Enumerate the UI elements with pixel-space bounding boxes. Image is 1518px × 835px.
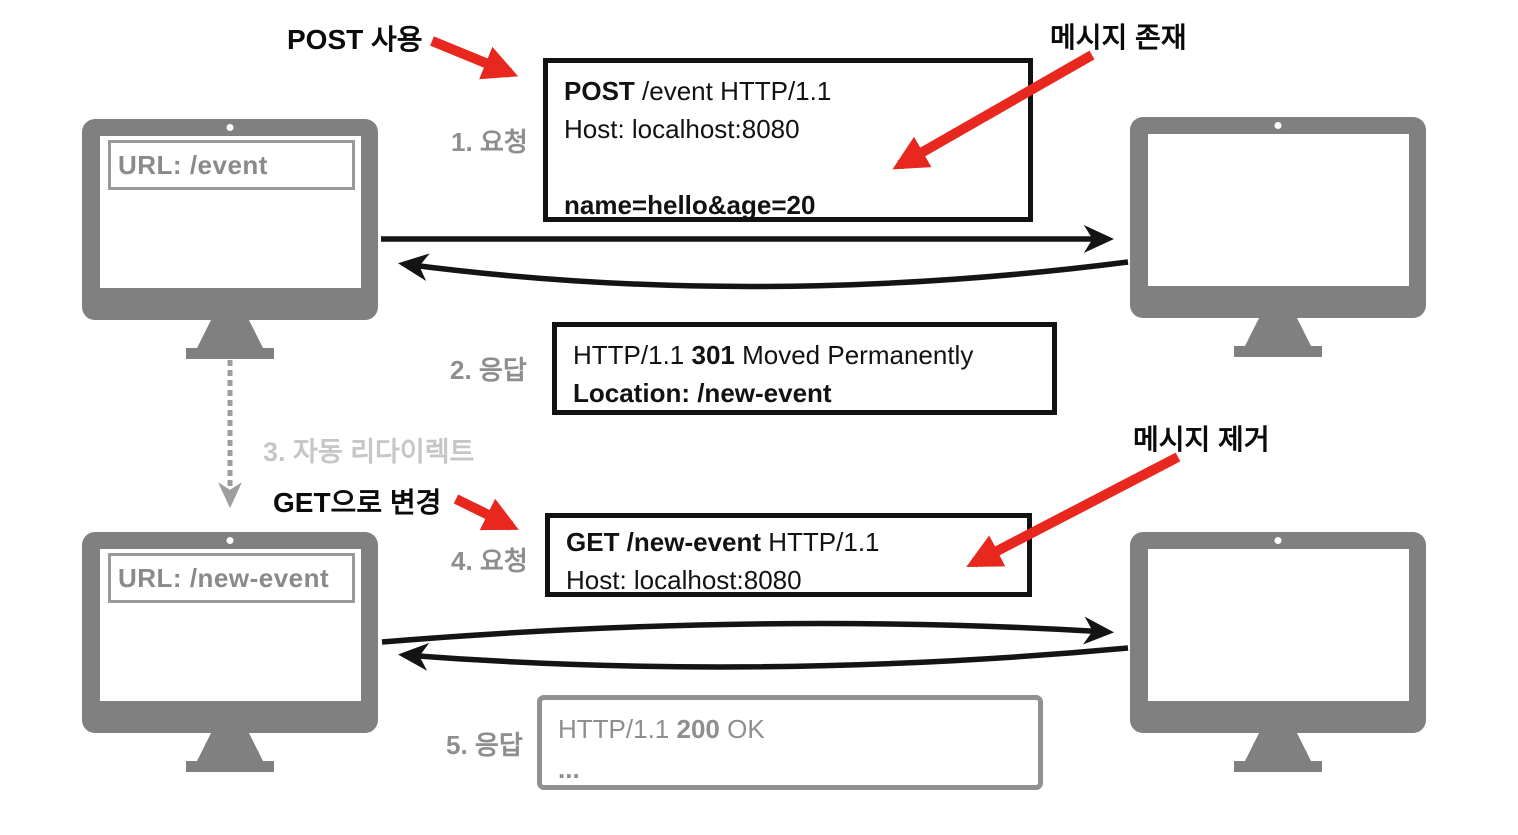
camera-icon: [226, 124, 234, 131]
monitor-stand-neck: [197, 319, 263, 348]
arrow-annotation-get-change: [453, 494, 519, 531]
monitor-frame: URL: /event: [82, 119, 378, 320]
annotation-post-usage: POST 사용: [287, 24, 423, 55]
location-header: Location: /new-event: [573, 378, 832, 408]
monitor-screen: URL: /event: [100, 136, 361, 288]
step4-label: 4. 요청: [451, 546, 528, 576]
arrow-request-2: [381, 616, 1115, 645]
request1-message-box: POST /event HTTP/1.1 Host: localhost:808…: [543, 58, 1033, 222]
status-line: HTTP/1.1 301 Moved Permanently: [573, 340, 974, 370]
monitor-screen: URL: /new-event: [100, 549, 361, 701]
step5-label: 5. 응답: [446, 730, 523, 760]
blank-line: [564, 148, 1012, 186]
response1-message-box: HTTP/1.1 301 Moved Permanently Location:…: [552, 322, 1057, 415]
request2-message-box: GET /new-event HTTP/1.1 Host: localhost:…: [545, 513, 1032, 597]
url-bar: URL: /new-event: [108, 553, 355, 603]
url-bar: URL: /event: [108, 140, 355, 190]
response2-message-box: HTTP/1.1 200 OK ...: [537, 695, 1043, 790]
monitor-stand-base: [186, 348, 274, 359]
camera-icon: [226, 537, 234, 544]
step3-label: 3. 자동 리다이렉트: [263, 437, 475, 467]
host-header: Host: localhost:8080: [566, 565, 802, 595]
arrow-response-1: [398, 253, 1129, 290]
http-method: GET /new-event: [566, 527, 762, 557]
monitor-screen: [1148, 134, 1409, 286]
monitor-stand-neck: [1245, 732, 1311, 761]
status-code: 200: [676, 714, 720, 744]
arrow-response-2: [397, 642, 1129, 671]
http-method: POST: [564, 76, 635, 106]
annotation-message-removed: 메시지 제거: [1133, 424, 1270, 455]
monitor-frame: [1130, 532, 1426, 733]
request-body: name=hello&age=20: [564, 190, 816, 220]
client-computer-2: URL: /new-event: [82, 532, 378, 777]
request-line: POST /event HTTP/1.1: [564, 76, 832, 106]
server-computer-1: [1130, 117, 1426, 362]
monitor-stand-base: [1234, 346, 1322, 357]
client-computer-1: URL: /event: [82, 119, 378, 364]
monitor-frame: URL: /new-event: [82, 532, 378, 733]
step1-label: 1. 요청: [451, 127, 528, 157]
monitor-stand-neck: [1245, 317, 1311, 346]
camera-icon: [1274, 537, 1282, 544]
request-line: GET /new-event HTTP/1.1: [566, 527, 880, 557]
monitor-stand-neck: [197, 732, 263, 761]
monitor-frame: [1130, 117, 1426, 318]
monitor-stand-base: [1234, 761, 1322, 772]
step2-label: 2. 응답: [450, 355, 527, 385]
camera-icon: [1274, 122, 1282, 129]
status-code: 301: [691, 340, 735, 370]
status-line: HTTP/1.1 200 OK: [558, 714, 765, 744]
url-text: URL: /new-event: [118, 562, 330, 593]
annotation-get-change: GET으로 변경: [273, 487, 442, 518]
monitor-screen: [1148, 549, 1409, 701]
url-text: URL: /event: [118, 149, 268, 180]
host-header: Host: localhost:8080: [564, 114, 800, 144]
monitor-stand-base: [186, 761, 274, 772]
annotation-message-exists: 메시지 존재: [1050, 22, 1187, 53]
response-body-ellipsis: ...: [558, 754, 580, 784]
arrow-annotation-post-usage: [430, 36, 519, 80]
server-computer-2: [1130, 532, 1426, 777]
